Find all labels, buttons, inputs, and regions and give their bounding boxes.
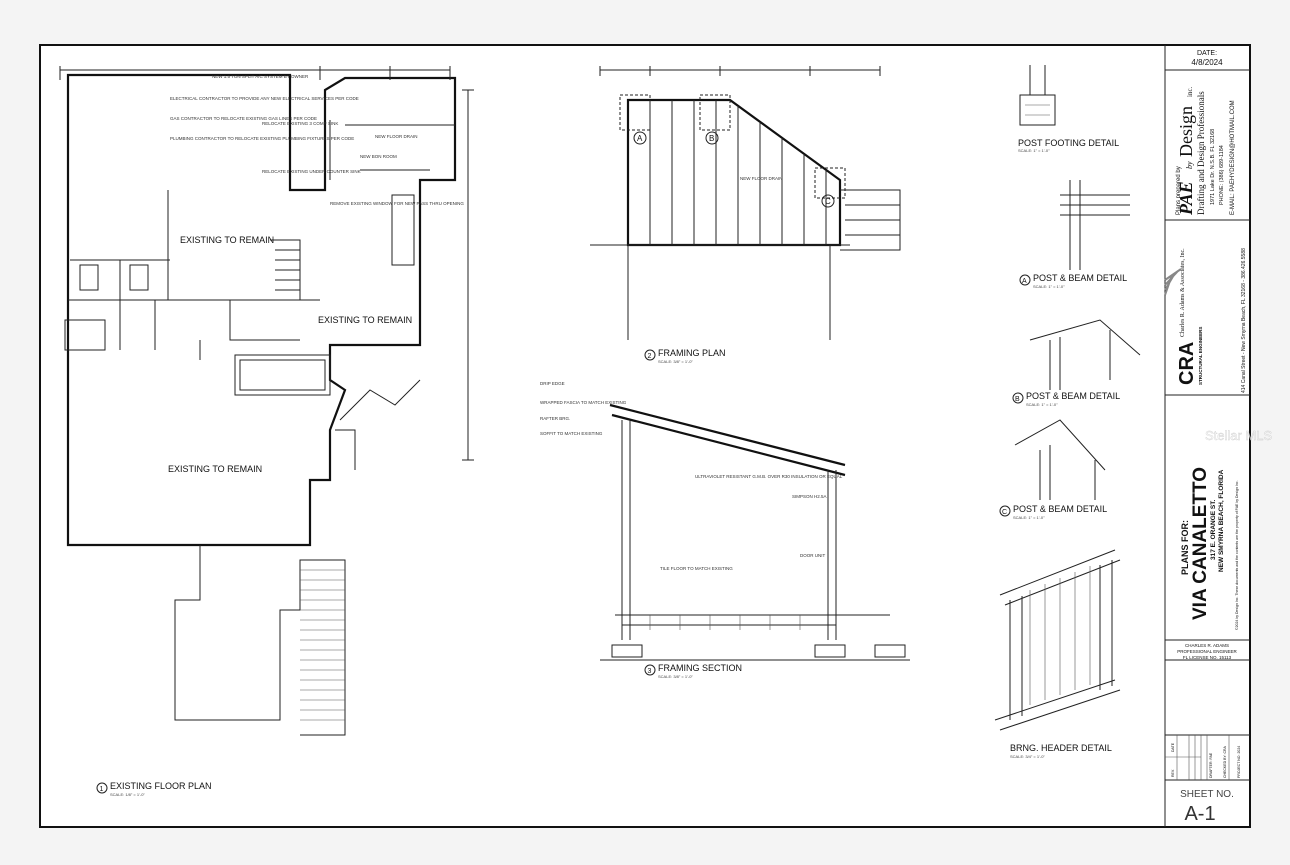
designer-phone: PHONE: (386) 689-1184 [1219, 145, 1225, 205]
engineer-name: CHARLES R. ADAMS [1185, 643, 1229, 648]
drawing-scale: SCALE: 1" = 1'-0" [1018, 148, 1050, 153]
note: SOFFIT TO MATCH EXISTING [540, 431, 603, 436]
note: GAS CONTRACTOR TO RELOCATE EXISTING GAS … [170, 116, 317, 121]
drawing-number: 2 [648, 353, 652, 360]
designer-design: Design [1176, 106, 1196, 157]
sheet-border [39, 44, 1251, 828]
drafter: DRAFTER: PAE [1209, 752, 1213, 778]
drawing-number: 1 [100, 786, 104, 793]
drawing-title: POST & BEAM DETAIL [1013, 504, 1107, 514]
framing-section: DRIP EDGE WRAPPED FASCIA TO MATCH EXISTI… [540, 381, 910, 679]
drawing-scale: SCALE: 3/8" = 1'-0" [658, 359, 693, 364]
room-label: EXISTING TO REMAIN [168, 464, 262, 474]
drawing-title: BRNG. HEADER DETAIL [1010, 743, 1112, 753]
framing-plan: A B C NEW FLOOR DRAIN 2 FRAMING PLAN SCA… [590, 66, 901, 364]
detail-letter: C [1002, 509, 1007, 516]
rev-date-header: DATE [1171, 742, 1175, 752]
drawing-title: POST FOOTING DETAIL [1018, 138, 1119, 148]
engineer-firm-block: CRA Charles R. Adams & Associates, Inc. … [1164, 248, 1247, 393]
designer-tagline: Drafting and Design Professionals [1196, 91, 1206, 215]
engineer-license: FL LICENSE NO. 15113 [1183, 655, 1232, 660]
engineer-title: PROFESSIONAL ENGINEER [1177, 649, 1237, 654]
existing-floor-plan: EXISTING TO REMAIN EXISTING TO REMAIN EX… [59, 66, 474, 797]
grid-bubble: B [709, 134, 714, 143]
note: NEW 1.5 TON SPLIT A/C SYSTEM BY OWNER [212, 74, 309, 79]
drawing-scale: SCALE: 3/8" = 1'-0" [658, 674, 693, 679]
engineer-firm-address: 414 Canal Street - New Smyrna Beach, FL … [1241, 248, 1247, 393]
rev-header: REV. [1171, 769, 1175, 777]
designer-address: 1971 Lake Dr. N.S.B. FL 32168 [1210, 129, 1216, 205]
drawing-scale: SCALE: 1" = 1'-0" [1013, 515, 1045, 520]
note: NEW FLOOR DRAIN [375, 134, 418, 139]
drawing-title: FRAMING SECTION [658, 663, 742, 673]
note: ULTRAVIOLET RESISTANT G.M.B. OVER R30 IN… [695, 474, 843, 479]
grid-bubble: C [825, 197, 831, 206]
note: RELOCATE EXISTING UNDER COUNTER SINK [262, 169, 361, 174]
engineer-firm-type: STRUCTURAL ENGINEERS [1198, 327, 1203, 385]
copyright-note: ©2024 by Design Inc. These documents and… [1235, 480, 1239, 630]
plans-for-label: PLANS FOR: [1180, 520, 1190, 575]
project-block: PLANS FOR: VIA CANALETTO 317 E. ORANGE S… [1180, 467, 1239, 630]
drawing-title: POST & BEAM DETAIL [1026, 391, 1120, 401]
drawing-title: POST & BEAM DETAIL [1033, 273, 1127, 283]
note: TILE FLOOR TO MATCH EXISTING [660, 566, 733, 571]
grid-bubble: A [637, 134, 643, 143]
prepared-by: Plans prepared by [1176, 166, 1182, 215]
designer-by: by [1185, 161, 1194, 169]
details: POST FOOTING DETAIL SCALE: 1" = 1'-0" A … [994, 65, 1141, 759]
designer-email: E-MAIL: PAEHYDESIGN@HOTMAIL.COM [1230, 100, 1236, 215]
designer-inc: inc. [1186, 86, 1194, 97]
project-street: 317 E. ORANGE ST. [1210, 499, 1217, 560]
checked-by: CHECKED BY: CRA [1223, 745, 1227, 778]
project-number: PROJECT NO: 2024 [1237, 746, 1241, 778]
note: DRIP EDGE [540, 381, 565, 386]
note: DOOR UNIT [800, 553, 826, 558]
sheet-number: A-1 [1184, 803, 1215, 825]
room-label: EXISTING TO REMAIN [318, 315, 412, 325]
watermark: Stellar MLS [1205, 428, 1273, 443]
detail-letter: B [1015, 396, 1020, 403]
title-block: DATE: 4/8/2024 Plans prepared by PAE by … [1164, 45, 1250, 827]
engineer-firm-name: Charles R. Adams & Associates, Inc. [1180, 248, 1186, 337]
note: REMOVE EXISTING WINDOW FOR NEW PASS THRU… [330, 201, 464, 206]
note: RAFTER BRG. [540, 416, 570, 421]
drawing-scale: SCALE: 1" = 1'-0" [1026, 402, 1058, 407]
drawing-number: 3 [648, 668, 652, 675]
date-value: 4/8/2024 [1191, 58, 1223, 67]
drawing-scale: SCALE: 3/4" = 1'-0" [1010, 754, 1045, 759]
drawing-title: EXISTING FLOOR PLAN [110, 781, 212, 791]
cra-logo: CRA [1176, 342, 1198, 385]
note: PLUMBING CONTRACTOR TO RELOCATE EXISTING… [170, 136, 354, 141]
room-label: EXISTING TO REMAIN [180, 235, 274, 245]
note: RELOCATE EXISTING 3 COMP SINK [262, 121, 338, 126]
note: WRAPPED FASCIA TO MATCH EXISTING [540, 400, 627, 405]
drawing-scale: SCALE: 1/8" = 1'-0" [110, 792, 145, 797]
designer-logo: PAE [1176, 181, 1196, 216]
note: ELECTRICAL CONTRACTOR TO PROVIDE ANY NEW… [170, 96, 359, 101]
project-name: VIA CANALETTO [1190, 467, 1211, 620]
room-label: NEW BON ROOM [360, 154, 397, 159]
detail-letter: A [1022, 278, 1027, 285]
date-label: DATE: [1197, 50, 1217, 57]
drawing-scale: SCALE: 1" = 1'-0" [1033, 284, 1065, 289]
note: SIMPSON H2.5A [792, 494, 827, 499]
drawing-title: FRAMING PLAN [658, 348, 726, 358]
designer-block: Plans prepared by PAE by Design inc. Dra… [1176, 86, 1236, 216]
project-city: NEW SMYRNA BEACH, FLORIDA [1218, 469, 1225, 572]
sheet-no-label: SHEET NO. [1180, 789, 1234, 800]
note: NEW FLOOR DRAIN [740, 176, 783, 181]
